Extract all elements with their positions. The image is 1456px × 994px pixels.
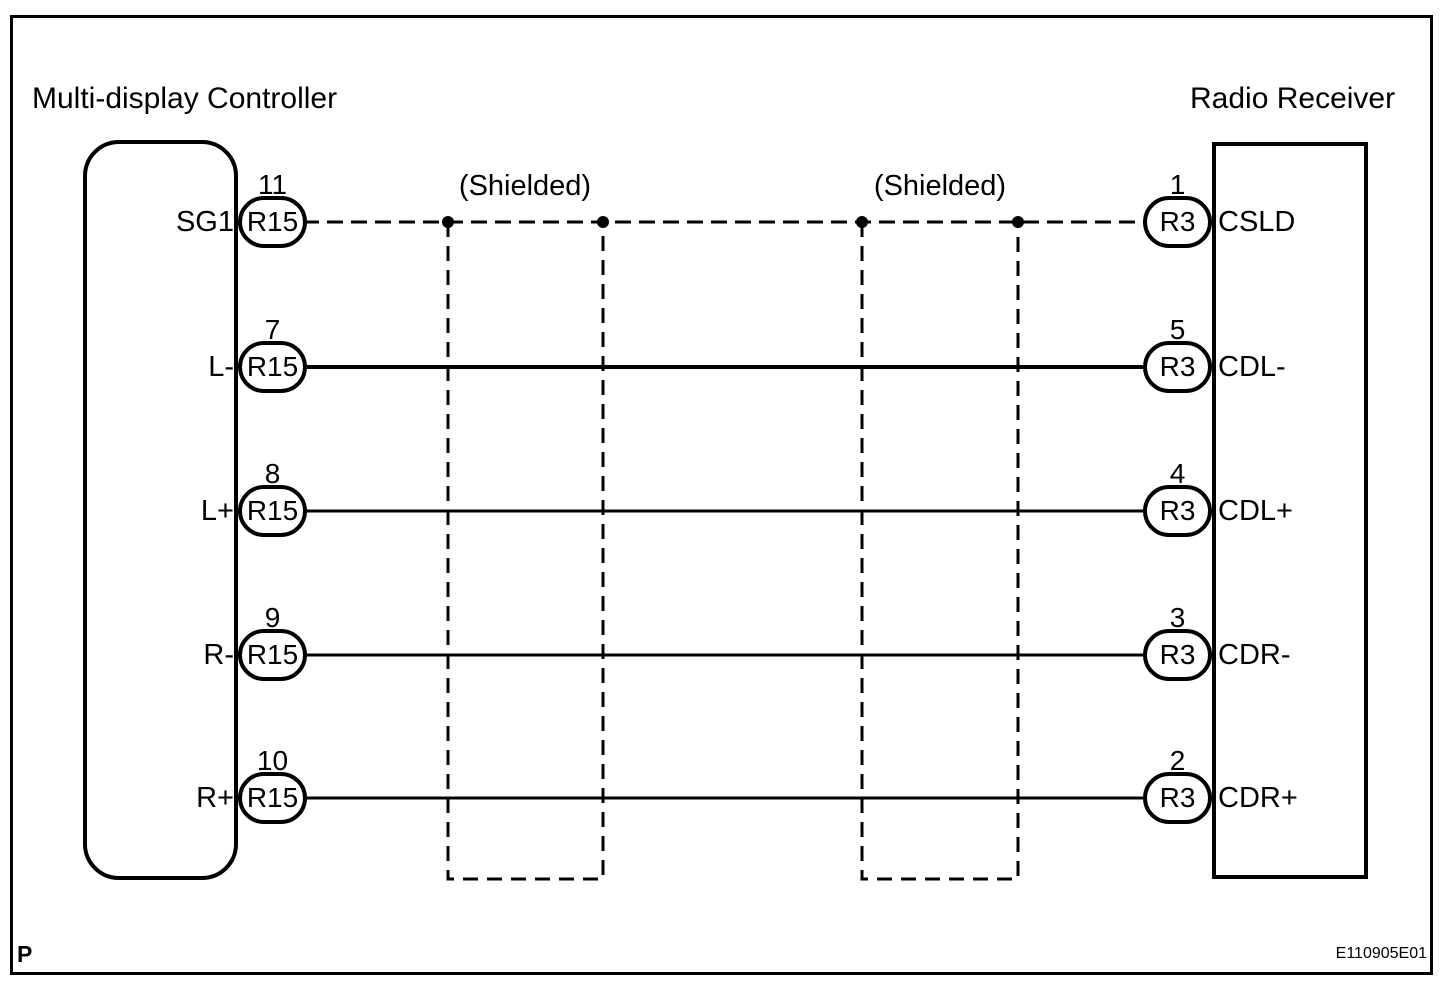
pin-label-cdr-minus: CDR- xyxy=(1218,639,1291,671)
connector-oval-left-row5: R15 xyxy=(238,772,307,824)
connector-code: R15 xyxy=(246,206,299,237)
connector-oval-left-row1: R15 xyxy=(238,196,307,248)
shield-enclosure-1 xyxy=(446,222,605,881)
connector-code: R3 xyxy=(1159,782,1196,813)
pin-number-right-row3: 4 xyxy=(1169,458,1186,489)
pin-label-l-plus: L+ xyxy=(200,495,234,527)
connector-oval-right-row1: R3 xyxy=(1143,196,1212,248)
pin-label-l-minus: L- xyxy=(208,351,234,383)
radio-receiver-box xyxy=(1212,142,1368,879)
multi-display-controller-box xyxy=(83,140,238,880)
connector-code: R15 xyxy=(246,495,299,526)
pin-label-cdr-plus: CDR+ xyxy=(1218,782,1298,814)
page-marker: P xyxy=(17,941,33,967)
connector-code: R3 xyxy=(1159,639,1196,670)
pin-number-left-row3: 8 xyxy=(264,458,281,489)
pin-number-right-row1: 1 xyxy=(1169,169,1186,200)
connector-oval-right-row3: R3 xyxy=(1143,485,1212,537)
pin-label-r-plus: R+ xyxy=(196,782,234,814)
connector-oval-right-row2: R3 xyxy=(1143,341,1212,393)
pin-number-right-row2: 5 xyxy=(1169,314,1186,345)
connector-oval-left-row3: R15 xyxy=(238,485,307,537)
junction-dot-2 xyxy=(597,216,609,228)
connector-oval-left-row2: R15 xyxy=(238,341,307,393)
shield-enclosure-2 xyxy=(860,222,1020,881)
pin-number-left-row1: 11 xyxy=(257,169,288,200)
connector-oval-right-row4: R3 xyxy=(1143,629,1212,681)
connector-oval-right-row5: R3 xyxy=(1143,772,1212,824)
pin-label-sg1: SG1 xyxy=(175,206,234,238)
pin-label-cdl-minus: CDL- xyxy=(1218,351,1286,383)
pin-number-right-row4: 3 xyxy=(1169,602,1186,633)
pin-label-cdl-plus: CDL+ xyxy=(1218,495,1293,527)
connector-code: R15 xyxy=(246,639,299,670)
connector-code: R15 xyxy=(246,782,299,813)
shield-label-2: (Shielded) xyxy=(873,170,1007,202)
pin-number-left-row5: 10 xyxy=(256,745,289,776)
junction-dot-3 xyxy=(856,216,868,228)
connector-code: R3 xyxy=(1159,495,1196,526)
pin-number-right-row5: 2 xyxy=(1169,745,1186,776)
connector-oval-left-row4: R15 xyxy=(238,629,307,681)
junction-dot-4 xyxy=(1012,216,1024,228)
pin-number-left-row4: 9 xyxy=(264,602,281,633)
connector-code: R3 xyxy=(1159,206,1196,237)
connector-code: R15 xyxy=(246,351,299,382)
connector-code: R3 xyxy=(1159,351,1196,382)
junction-dot-1 xyxy=(442,216,454,228)
right-component-title: Radio Receiver xyxy=(1190,82,1396,115)
pin-label-r-minus: R- xyxy=(203,639,234,671)
left-component-title: Multi-display Controller xyxy=(32,82,338,115)
shield-label-1: (Shielded) xyxy=(458,170,592,202)
document-code: E110905E01 xyxy=(1335,945,1427,962)
pin-label-csld: CSLD xyxy=(1218,206,1296,238)
diagram-border xyxy=(10,15,1433,975)
pin-number-left-row2: 7 xyxy=(264,314,281,345)
